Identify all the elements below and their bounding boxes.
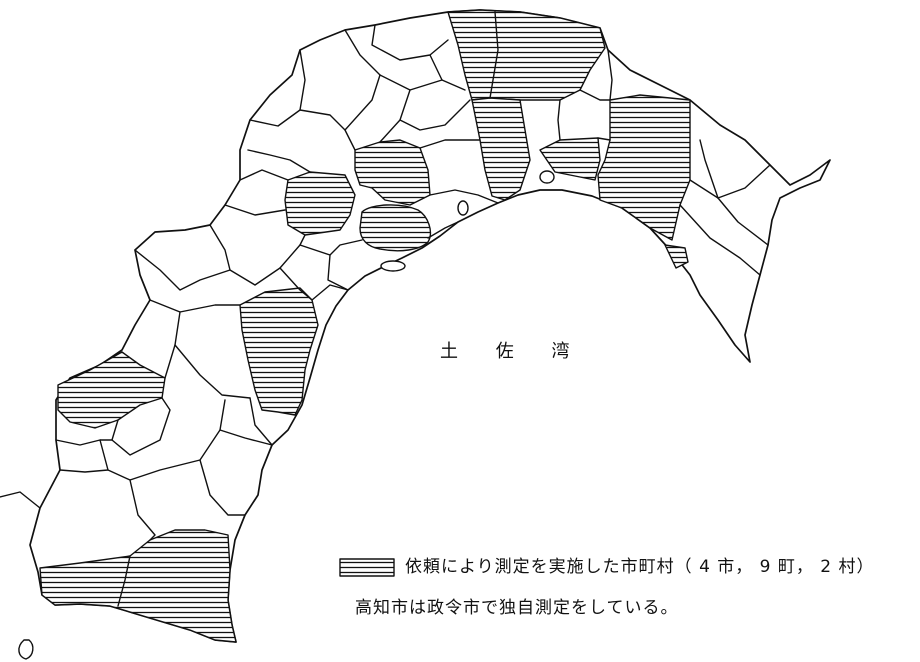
municipal-boundary	[279, 267, 313, 301]
municipal-boundary	[247, 149, 311, 173]
municipal-boundary	[129, 479, 156, 541]
municipal-boundary	[429, 189, 499, 204]
hatched-municipality	[359, 204, 432, 252]
municipal-boundary	[311, 284, 349, 301]
municipal-boundary	[199, 459, 246, 516]
hatched-municipality	[664, 244, 689, 269]
hatched-municipality	[539, 137, 601, 181]
municipal-boundary	[224, 204, 286, 216]
municipal-boundary	[59, 469, 109, 473]
municipal-boundary	[327, 254, 349, 291]
small-island	[380, 260, 406, 272]
municipal-boundary	[134, 249, 231, 291]
hatched-municipality	[471, 97, 531, 201]
municipal-boundary	[299, 49, 306, 111]
municipal-boundary	[557, 99, 561, 141]
municipal-boundary	[371, 24, 449, 61]
small-island	[18, 639, 34, 660]
municipal-boundaries	[55, 11, 771, 607]
municipal-boundary	[174, 344, 251, 399]
municipal-boundary	[427, 221, 459, 239]
municipal-boundary	[239, 169, 289, 181]
hatched-municipality	[239, 287, 319, 416]
legend-label: 依頼により測定を実施した市町村（ 4 市， 9 町， 2 村）	[405, 557, 875, 577]
bay-label: 土 佐 湾	[440, 341, 585, 362]
note-text: 高知市は政令市で独自測定をしている。	[355, 598, 679, 618]
hatched-municipality	[354, 139, 431, 206]
municipal-boundary	[699, 139, 719, 199]
municipal-boundary	[249, 109, 356, 151]
municipal-boundary	[717, 197, 769, 246]
municipal-boundary	[219, 429, 273, 446]
hatched-municipality	[284, 171, 356, 236]
legend-swatch	[339, 558, 395, 577]
municipal-boundary	[399, 89, 471, 131]
municipal-boundary	[111, 397, 171, 456]
municipal-boundary	[607, 49, 613, 101]
municipal-boundary	[249, 397, 273, 446]
municipal-boundary	[419, 139, 481, 149]
hatched-municipality	[597, 94, 691, 241]
municipal-boundary	[299, 239, 363, 256]
municipal-boundary	[579, 89, 611, 101]
hatched-municipality	[447, 9, 606, 101]
small-island	[457, 200, 469, 216]
municipal-boundary	[597, 137, 611, 141]
municipal-boundary	[489, 11, 499, 99]
hatched-municipality	[57, 351, 166, 429]
municipal-boundary	[55, 439, 113, 446]
municipal-boundary	[117, 555, 131, 607]
neighbor-border-line	[0, 491, 41, 509]
municipal-boundary	[379, 119, 401, 143]
municipal-boundary	[689, 164, 771, 199]
hatched-municipality	[39, 529, 237, 643]
small-enclave	[539, 170, 555, 184]
municipal-boundary	[679, 204, 761, 276]
municipal-boundary	[149, 299, 241, 313]
